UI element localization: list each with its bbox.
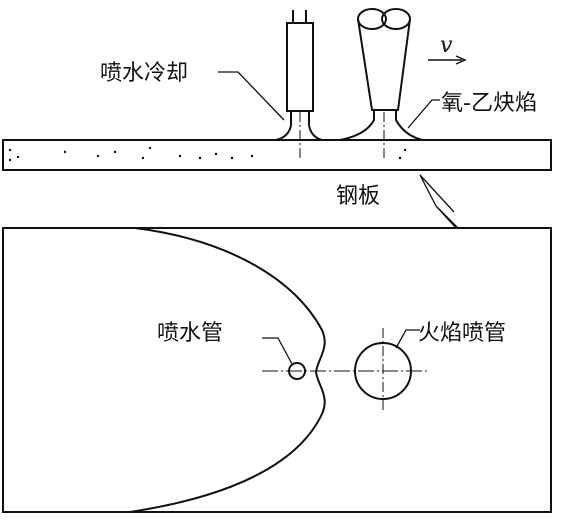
water-nozzle-body xyxy=(286,22,314,112)
leader-steel-plate-2 xyxy=(419,174,455,213)
label-speed: v xyxy=(440,33,453,58)
leader-flame-nozzle xyxy=(395,329,420,349)
leader-water-nozzle xyxy=(262,337,293,365)
label-oxy-flame: 氧-乙炔焰 xyxy=(441,91,537,116)
label-spray-cooling: 喷水冷却 xyxy=(100,61,188,86)
label-steel-plate: 钢板 xyxy=(336,184,380,209)
water-spray xyxy=(275,112,323,141)
label-flame-nozzle: 火焰喷管 xyxy=(418,321,506,346)
cooling-boundary xyxy=(129,227,326,513)
steel-plate-top xyxy=(2,227,552,513)
speed-arrow-head xyxy=(455,55,467,65)
leader-steel-plate xyxy=(419,174,459,229)
plate-speckles xyxy=(8,146,407,162)
leader-oxy-flame xyxy=(407,99,440,129)
torch-body xyxy=(357,18,411,111)
torch-flame xyxy=(339,110,423,141)
label-water-nozzle: 喷水管 xyxy=(157,321,223,346)
steel-plate-side xyxy=(2,139,552,171)
leader-spray-cooling xyxy=(218,71,285,121)
